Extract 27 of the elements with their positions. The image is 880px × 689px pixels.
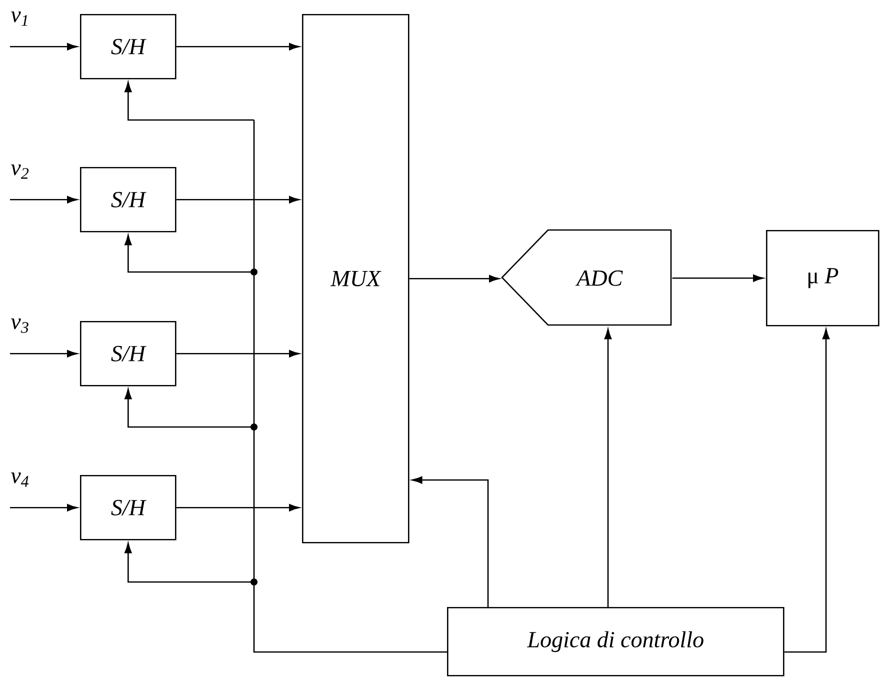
block-box: S/H (80, 475, 176, 540)
signal-label: v$_{4}$ (10, 472, 29, 487)
block-box: MUX (302, 14, 410, 544)
arrow (672, 274, 764, 282)
signal-label: v$_{3}$ (10, 318, 28, 333)
arrow (124, 82, 254, 121)
adc-block: ADC (501, 229, 672, 326)
arrow (176, 504, 300, 512)
arrow (176, 43, 300, 50)
arrow (604, 328, 612, 607)
block-box: S/H (80, 167, 176, 232)
signal-label: v$_{2}$ (10, 164, 29, 179)
arrow (176, 350, 300, 358)
signal-label: v$_{1}$ (10, 11, 28, 26)
arrow (10, 196, 78, 204)
arrow (176, 196, 300, 204)
arrow (10, 350, 78, 358)
connector-line (253, 120, 447, 653)
arrow (10, 43, 78, 50)
arrow (10, 504, 78, 512)
block-box: μ P (766, 230, 880, 326)
block-box: S/H (80, 321, 176, 386)
arrow (784, 328, 830, 653)
block-box: S/H (80, 14, 176, 80)
arrow (409, 275, 500, 282)
arrow (412, 476, 489, 607)
block-box: Logica di controllo (447, 607, 784, 676)
